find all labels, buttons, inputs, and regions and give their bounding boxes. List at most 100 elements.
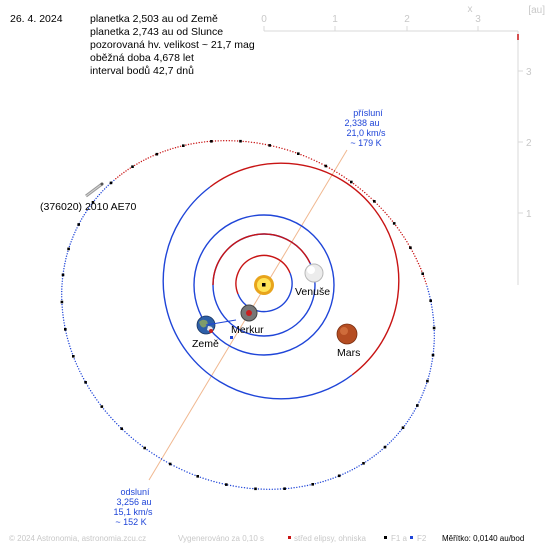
orbit-interval-point [143, 446, 146, 450]
orbit-dot [433, 322, 435, 324]
orbit-dot [121, 173, 123, 175]
orbit-dot [355, 184, 357, 187]
orbit-dot [386, 213, 388, 216]
orbit-dot [252, 487, 254, 490]
orbit-dot [119, 174, 121, 177]
orbit-interval-point [268, 144, 271, 147]
orbit-dot [324, 480, 327, 482]
orbit-dot [334, 476, 337, 478]
orbit-dot [63, 319, 65, 321]
orbit-dot [418, 401, 420, 403]
orbit-interval-point [84, 381, 87, 384]
orbit-dot [248, 141, 250, 143]
orbit-dot [314, 483, 317, 485]
orbit-dot [70, 350, 73, 352]
orbit-dot [68, 245, 71, 248]
orbit-interval-point [64, 328, 67, 331]
orbit-dot [139, 443, 141, 446]
orbit-dot [425, 283, 427, 285]
orbit-dot [136, 163, 138, 165]
orbit-dot [158, 456, 160, 459]
orbit-dot [172, 147, 174, 150]
orbit-dot [81, 218, 83, 220]
orbit-dot [64, 263, 66, 265]
orbit-dot [433, 348, 435, 350]
orbit-dot [89, 205, 91, 207]
orbit-dot [220, 140, 222, 142]
orbit-dot [347, 471, 349, 473]
orbit-dot [97, 195, 99, 198]
orbit-dot [304, 485, 306, 487]
legend-center-marker [288, 536, 291, 539]
orbit-dot [126, 432, 128, 435]
orbit-dot [428, 293, 430, 295]
orbit-dot [61, 306, 63, 308]
mercury-label: Merkur [231, 324, 264, 336]
orbit-interval-point [429, 299, 432, 302]
orbit-dot [415, 257, 417, 260]
orbit-dot [199, 476, 202, 478]
orbit-dot [66, 335, 68, 337]
orbit-dot [412, 412, 414, 414]
orbit-dot [72, 236, 74, 238]
venus-orbit-north [212, 233, 311, 286]
orbit-dot [432, 350, 435, 352]
orbit-dot [432, 319, 435, 321]
orbit-dot [404, 238, 407, 240]
unit-label: [au] [528, 5, 545, 16]
orbit-dot [61, 283, 63, 285]
y-tick-label: 1 [526, 209, 532, 220]
orbit-dot [286, 149, 289, 151]
orbit-dot [191, 473, 194, 475]
orbit-dot [387, 443, 389, 446]
orbit-dot [137, 442, 139, 444]
orbit-dot [365, 461, 367, 463]
orbit-dot [223, 140, 225, 142]
legend-f2-marker [410, 536, 413, 539]
orbit-dot [218, 482, 221, 484]
orbit-dot [177, 146, 179, 148]
orbit-dot [213, 480, 215, 483]
orbit-dot [67, 340, 69, 342]
orbit-dot [271, 488, 273, 490]
orbit-dot [266, 488, 268, 490]
orbit-dot [202, 477, 204, 479]
orbit-dot [316, 160, 318, 163]
orbit-dot [62, 270, 65, 272]
orbit-dot [201, 141, 203, 143]
orbit-dot [397, 432, 399, 435]
orbit-dot [401, 234, 403, 236]
orbit-dot [277, 488, 279, 490]
orbit-dot [431, 360, 433, 362]
orbit-dot [61, 296, 63, 298]
orbit-dot [344, 472, 346, 474]
orbit-dot [419, 399, 421, 401]
orbit-dot [96, 399, 98, 401]
sun [254, 275, 274, 295]
orbit-dot [343, 176, 345, 178]
orbit-dot [349, 470, 351, 472]
orbit-dot [61, 285, 63, 288]
orbit-dot [87, 385, 89, 387]
orbit-interval-point [311, 483, 314, 486]
orbit-dot [112, 418, 114, 421]
orbit-dot [159, 152, 162, 154]
orbit-dot [332, 477, 334, 479]
orbit-dot [428, 373, 431, 375]
orbit-dot [403, 425, 406, 427]
orbit-dot [294, 152, 297, 154]
orbit-dot [146, 449, 148, 451]
orbit-dot [127, 168, 129, 171]
orbit-dot [382, 209, 384, 212]
orbit-dot [408, 418, 410, 421]
orbit-dot [396, 227, 399, 229]
orbit-dot [301, 485, 303, 488]
earth-label: Země [192, 338, 219, 350]
orbit-dot [152, 155, 154, 157]
orbit-dot [148, 450, 151, 452]
orbit-dot [432, 314, 434, 316]
orbit-dot [69, 348, 72, 350]
orbit-dot [250, 141, 253, 143]
orbit-dot [278, 147, 280, 149]
orbit-dot [206, 140, 208, 143]
